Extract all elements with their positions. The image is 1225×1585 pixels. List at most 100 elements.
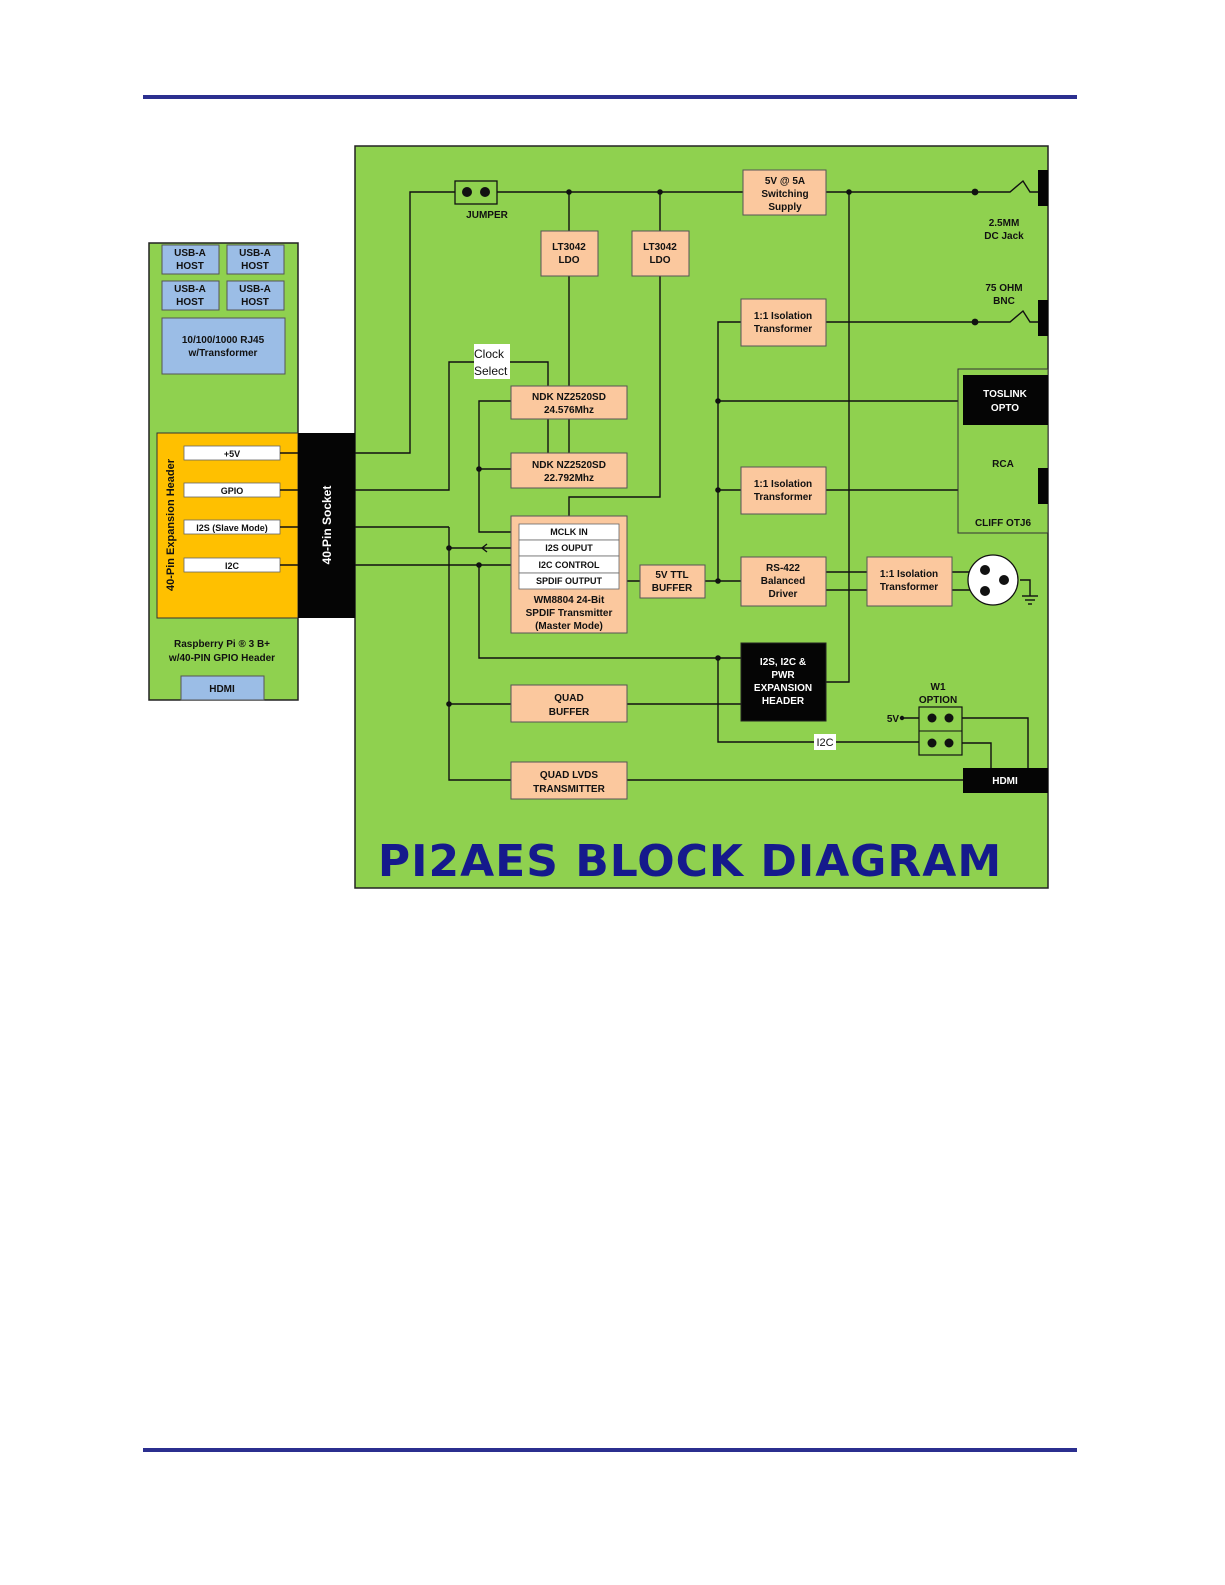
switching-supply: 5V @ 5A Switching Supply [742,169,827,216]
svg-text:Balanced: Balanced [761,576,805,587]
toslink-label: TOSLINK [983,389,1027,400]
svg-text:40-Pin Expansion Header: 40-Pin Expansion Header [165,458,177,591]
svg-text:WM8804 24-Bit: WM8804 24-Bit [534,595,605,606]
svg-text:2.5MM: 2.5MM [989,218,1020,229]
svg-text:HDMI: HDMI [992,776,1018,787]
svg-text:Transformer: Transformer [754,492,812,503]
svg-text:JUMPER: JUMPER [466,210,508,221]
svg-text:LDO: LDO [649,255,670,266]
wm-row-spdif: SPDIF OUTPUT [518,572,620,590]
svg-text:22.792Mhz: 22.792Mhz [544,473,594,484]
svg-text:BUFFER: BUFFER [652,583,693,594]
w1-option: W1 OPTION 5V [887,682,963,756]
svg-text:Transformer: Transformer [754,324,812,335]
rca-label: RCA [992,459,1014,470]
opto-label: OPTO [991,403,1019,414]
usb-a-host-1: USB-A HOST [161,244,220,275]
svg-text:OPTION: OPTION [919,695,957,706]
wm8804-transmitter: MCLK IN I2S OUPUT I2C CONTROL SPDIF OUTP… [510,515,628,634]
svg-text:DC Jack: DC Jack [984,231,1024,242]
isolation-transformer-3: 1:1 Isolation Transformer [866,556,953,607]
svg-text:Clock: Clock [474,347,505,361]
svg-text:HOST: HOST [241,261,269,272]
svg-text:Driver: Driver [769,589,798,600]
svg-text:I2S OUPUT: I2S OUPUT [545,543,593,553]
diagram-title: PI2AES BLOCK DIAGRAM [378,836,1002,887]
svg-text:SPDIF OUTPUT: SPDIF OUTPUT [536,576,603,586]
clock-select-label: Clock Select [474,344,510,379]
ldo-2: LT3042 LDO [631,230,690,277]
expansion-header-block: I2S, I2C & PWR EXPANSION HEADER [740,642,827,722]
svg-text:10/100/1000 RJ45: 10/100/1000 RJ45 [182,335,265,346]
pin-5v: +5V [183,445,281,461]
svg-text:5V: 5V [887,714,900,725]
svg-text:USB-A: USB-A [239,248,271,259]
svg-text:+5V: +5V [224,449,240,459]
pi-caption-1: Raspberry Pi ® 3 B+ [174,639,270,650]
rs422-driver: RS-422 Balanced Driver [740,556,827,607]
svg-text:HOST: HOST [176,261,204,272]
svg-text:RS-422: RS-422 [766,563,800,574]
i2c-label: I2C [814,734,836,750]
svg-text:MCLK IN: MCLK IN [550,527,588,537]
svg-text:QUAD LVDS: QUAD LVDS [540,770,598,781]
svg-text:Switching: Switching [761,189,808,200]
oscillator-22792: NDK NZ2520SD 22.792Mhz [510,452,628,489]
svg-text:24.576Mhz: 24.576Mhz [544,405,594,416]
svg-text:USB-A: USB-A [174,284,206,295]
svg-text:USB-A: USB-A [174,248,206,259]
raspberry-pi-board: USB-A HOST USB-A HOST USB-A HOST USB-A H… [148,242,299,701]
svg-text:5V @ 5A: 5V @ 5A [765,176,805,187]
bottom-rule [143,1448,1077,1452]
ldo-1: LT3042 LDO [540,230,599,277]
svg-text:I2C: I2C [225,561,240,571]
wm-row-i2s: I2S OUPUT [518,539,620,557]
ttl-buffer: 5V TTL BUFFER [639,564,706,599]
svg-text:5V TTL: 5V TTL [655,570,688,581]
oscillator-24576: NDK NZ2520SD 24.576Mhz [510,385,628,420]
top-rule [143,95,1077,99]
wm-row-mclk: MCLK IN [518,523,620,541]
xlr-connector [967,554,1019,606]
svg-text:LT3042: LT3042 [552,242,586,253]
svg-text:w/Transformer: w/Transformer [188,348,258,359]
svg-text:W1: W1 [931,682,946,693]
pin-i2s: I2S (Slave Mode) [183,519,281,535]
40-pin-socket: 40-Pin Socket [298,433,355,618]
dc-jack: 2.5MM DC Jack [984,170,1048,242]
svg-text:(Master Mode): (Master Mode) [535,621,603,632]
svg-text:NDK NZ2520SD: NDK NZ2520SD [532,460,606,471]
junction-dots [446,188,979,721]
svg-text:EXPANSION: EXPANSION [754,683,812,694]
svg-text:NDK NZ2520SD: NDK NZ2520SD [532,392,606,403]
pi2aes-board [354,145,1049,889]
svg-text:Supply: Supply [768,202,802,213]
isolation-transformer-2: 1:1 Isolation Transformer [740,466,827,515]
usb-a-host-3: USB-A HOST [161,280,220,311]
svg-text:HOST: HOST [176,297,204,308]
svg-text:HOST: HOST [241,297,269,308]
svg-text:1:1 Isolation: 1:1 Isolation [754,311,812,322]
expansion-header: 40-Pin Expansion Header +5V GPIO I2S (Sl… [156,432,299,619]
svg-text:SPDIF Transmitter: SPDIF Transmitter [526,608,613,619]
jumper: JUMPER [454,180,509,221]
cliff-otj6: TOSLINK OPTO RCA CLIFF OTJ6 [957,368,1049,534]
svg-text:QUAD: QUAD [554,693,583,704]
svg-text:PWR: PWR [771,670,795,681]
svg-text:BUFFER: BUFFER [549,707,590,718]
svg-text:40-Pin Socket: 40-Pin Socket [320,486,334,565]
isolation-transformer-1: 1:1 Isolation Transformer [740,298,827,347]
usb-a-host-2: USB-A HOST [226,244,285,275]
svg-text:LT3042: LT3042 [643,242,677,253]
wm-row-i2c: I2C CONTROL [518,555,620,574]
quad-buffer: QUAD BUFFER [510,684,628,723]
svg-text:1:1 Isolation: 1:1 Isolation [880,569,938,580]
pin-gpio: GPIO [183,482,281,498]
pi-caption-2: w/40-PIN GPIO Header [168,653,275,664]
hdmi-output: HDMI [963,768,1048,793]
pi-hdmi-port: HDMI [180,675,265,701]
svg-text:GPIO: GPIO [221,486,244,496]
svg-text:I2C: I2C [816,737,833,749]
cliff-label: CLIFF OTJ6 [975,518,1032,529]
